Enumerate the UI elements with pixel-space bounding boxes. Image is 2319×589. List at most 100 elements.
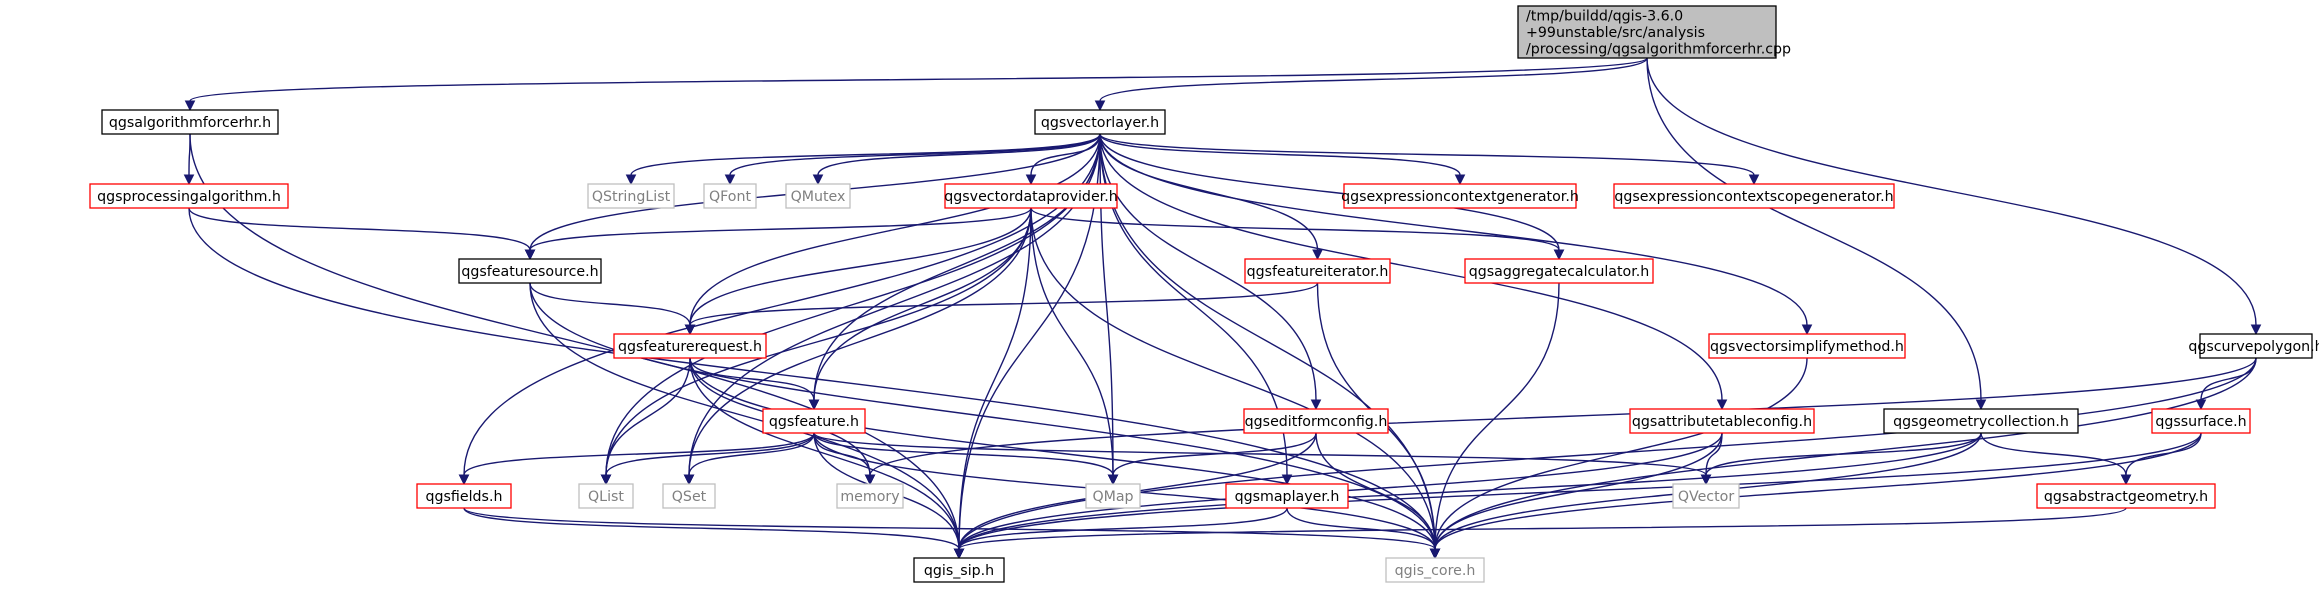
node-box	[1034, 109, 1166, 135]
node-exprctxgen[interactable]: qgsexpressioncontextgenerator.h	[1341, 183, 1579, 209]
edge-processingalg-to-featuresource	[188, 207, 536, 261]
node-label: /tmp/buildd/qgis-3.6.0	[1526, 9, 1683, 25]
node-qset[interactable]: QSet	[662, 483, 716, 509]
edge-layer	[183, 57, 2262, 560]
node-box	[785, 183, 851, 209]
edge-vectorlayer-to-qmutex	[812, 133, 1101, 186]
node-box	[613, 333, 767, 359]
node-label: qgsfeatureiterator.h	[1247, 264, 1389, 280]
node-qvector[interactable]: QVector	[1672, 483, 1740, 509]
node-label: qgsfeaturerequest.h	[618, 339, 762, 355]
edge-vectorlayer-to-attrtableconfig	[1099, 133, 1728, 411]
node-feature[interactable]: qgsfeature.h	[762, 408, 866, 434]
node-exprctxscopegen[interactable]: qgsexpressioncontextscopegenerator.h	[1613, 183, 1895, 209]
node-attrtableconfig[interactable]: qgsattributetableconfig.h	[1629, 408, 1815, 434]
edge-featurerequest-to-qlist	[600, 357, 691, 486]
node-vectorlayer[interactable]: qgsvectorlayer.h	[1034, 109, 1166, 135]
node-maplayer[interactable]: qgsmaplayer.h	[1225, 483, 1349, 509]
node-label: qgsalgorithmforcerhr.h	[109, 115, 271, 131]
edge-root-to-vectorlayer	[1094, 57, 1648, 112]
node-forcerhr_h[interactable]: qgsalgorithmforcerhr.h	[101, 109, 279, 135]
edge-vectorlayer-to-qfont	[724, 133, 1101, 186]
node-root[interactable]: /tmp/buildd/qgis-3.6.0+99unstable/src/an…	[1517, 5, 1791, 59]
node-box	[836, 483, 904, 509]
node-curvepolygon[interactable]: qgscurvepolygon.h	[2188, 333, 2319, 359]
edge-root-to-curvepolygon	[1646, 57, 2262, 336]
node-label: qgsattributetableconfig.h	[1632, 414, 1812, 430]
node-label: qgsexpressioncontextscopegenerator.h	[1614, 189, 1893, 205]
node-abstractgeom[interactable]: qgsabstractgeometry.h	[2036, 483, 2216, 509]
edge-editformconfig-to-qmap	[1107, 432, 1317, 486]
node-qfont[interactable]: QFont	[703, 183, 757, 209]
node-box	[89, 183, 289, 209]
node-qstringlist[interactable]: QStringList	[587, 183, 675, 209]
node-label: qgsmaplayer.h	[1235, 489, 1340, 505]
edge-root-to-geomcollection	[1646, 57, 1987, 411]
edge-vectorlayer-to-exprctxgen	[1099, 133, 1466, 186]
node-geomcollection[interactable]: qgsgeometrycollection.h	[1883, 408, 2079, 434]
node-featuresource[interactable]: qgsfeaturesource.h	[458, 258, 602, 284]
node-label: +99unstable/src/analysis	[1526, 25, 1705, 41]
edge-feature-to-qvector	[813, 432, 1712, 486]
edge-featureiterator-to-featurerequest	[684, 282, 1319, 336]
node-qmap[interactable]: QMap	[1085, 483, 1141, 509]
node-qlist[interactable]: QList	[578, 483, 634, 509]
node-label: QVector	[1678, 489, 1735, 505]
node-vectorsimplify[interactable]: qgsvectorsimplifymethod.h	[1708, 333, 1906, 359]
node-box	[913, 557, 1005, 583]
node-fields[interactable]: qgsfields.h	[416, 483, 512, 509]
node-box	[1225, 483, 1349, 509]
node-box	[2036, 483, 2216, 509]
node-box	[2199, 333, 2313, 359]
node-box	[1629, 408, 1815, 434]
node-label: qgscurvepolygon.h	[2188, 339, 2319, 355]
node-label: qgsvectorsimplifymethod.h	[1710, 339, 1904, 355]
edge-maplayer-to-qgis_core	[1286, 507, 1441, 560]
node-box	[703, 183, 757, 209]
edge-vectorlayer-to-vectorsimplify	[1099, 133, 1813, 336]
node-label: qgsfeaturesource.h	[461, 264, 598, 280]
edge-vectorlayer-to-qstringlist	[625, 133, 1101, 186]
node-label: QSet	[672, 489, 707, 505]
node-label: qgis_sip.h	[924, 563, 994, 579]
edge-vectordataprovider-to-featuresource	[524, 207, 1032, 261]
node-box	[1672, 483, 1740, 509]
node-label: qgsaggregatecalculator.h	[1469, 264, 1650, 280]
edge-abstractgeom-to-qgis_sip	[953, 507, 2127, 560]
node-box	[1464, 258, 1654, 284]
node-qgis_sip[interactable]: qgis_sip.h	[913, 557, 1005, 583]
node-editformconfig[interactable]: qgseditformconfig.h	[1243, 408, 1389, 434]
node-box	[578, 483, 634, 509]
edge-geomcollection-to-abstractgeom	[1980, 432, 2132, 486]
node-surface[interactable]: qgssurface.h	[2151, 408, 2251, 434]
node-label: QMap	[1092, 489, 1133, 505]
node-box	[458, 258, 602, 284]
node-box	[1244, 258, 1391, 284]
node-label: qgsgeometrycollection.h	[1893, 414, 2069, 430]
edge-surface-to-abstractgeom	[2120, 432, 2202, 486]
node-box	[101, 109, 279, 135]
node-memory[interactable]: memory	[836, 483, 904, 509]
edge-featuresource-to-featurerequest	[529, 282, 696, 336]
node-processingalg[interactable]: qgsprocessingalgorithm.h	[89, 183, 289, 209]
node-label: memory	[840, 489, 899, 505]
edge-vectordataprovider-to-qgis_sip	[953, 207, 1032, 560]
node-label: qgsvectorlayer.h	[1041, 115, 1159, 131]
node-aggregatecalc[interactable]: qgsaggregatecalculator.h	[1464, 258, 1654, 284]
edge-featuresource-to-qgis_sip	[529, 282, 965, 560]
node-label: qgsprocessingalgorithm.h	[97, 189, 281, 205]
node-featureiterator[interactable]: qgsfeatureiterator.h	[1244, 258, 1391, 284]
node-label: /processing/qgsalgorithmforcerhr.cpp	[1526, 42, 1791, 58]
node-qmutex[interactable]: QMutex	[785, 183, 851, 209]
node-layer: /tmp/buildd/qgis-3.6.0+99unstable/src/an…	[89, 5, 2319, 583]
node-label: qgsabstractgeometry.h	[2044, 489, 2208, 505]
node-vectordataprovider[interactable]: qgsvectordataprovider.h	[944, 183, 1118, 209]
node-box	[1385, 557, 1485, 583]
node-label: QMutex	[791, 189, 846, 205]
edge-forcerhr_h-to-processingalg	[183, 133, 195, 186]
edge-feature-to-qset	[683, 432, 815, 486]
node-qgis_core[interactable]: qgis_core.h	[1385, 557, 1485, 583]
node-box	[2151, 408, 2251, 434]
node-box	[1343, 183, 1577, 209]
node-featurerequest[interactable]: qgsfeaturerequest.h	[613, 333, 767, 359]
